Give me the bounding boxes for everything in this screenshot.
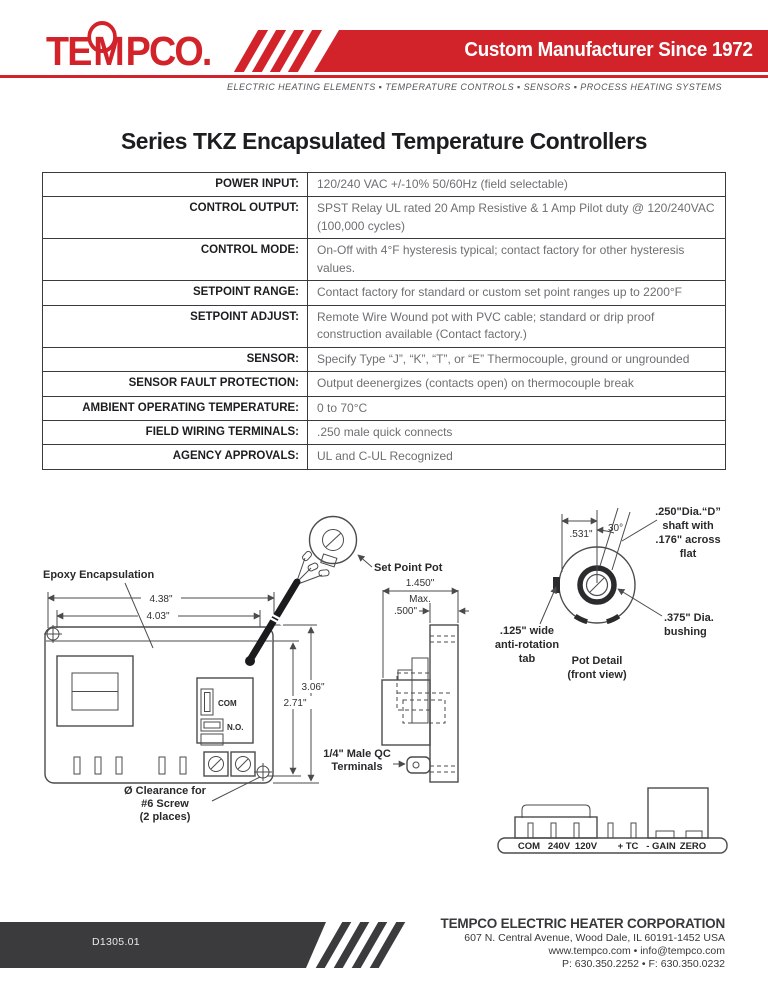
bushing-label: .375" Dia. — [664, 612, 714, 624]
spec-value: Remote Wire Wound pot with PVC cable; st… — [307, 305, 725, 347]
shaft-label: .250"Dia.“D” — [655, 506, 721, 518]
terminal-label-240v: 240V — [548, 841, 571, 852]
clearance-label: Ø Clearance for — [124, 785, 207, 797]
table-row: AMBIENT OPERATING TEMPERATURE: 0 to 70°C — [43, 396, 725, 421]
side-view: 1.450" Max. .500" 1/4" Male QC Terminals — [323, 578, 469, 783]
relay-com-label: COM — [218, 699, 237, 708]
spec-label: POWER INPUT: — [215, 178, 299, 190]
screw-terminals — [203, 751, 256, 777]
company-phone-fax: P: 630.350.2252 • F: 630.350.0232 — [561, 958, 725, 970]
spec-value: Output deenergizes (contacts open) on th… — [307, 372, 725, 396]
set-point-pot — [245, 515, 358, 666]
technical-drawing: COM N.O. — [43, 506, 728, 854]
spec-label: FIELD WIRING TERMINALS: — [145, 425, 299, 438]
dim-max: Max. — [409, 594, 431, 605]
table-row: CONTROL MODE: On-Off with 4°F hysteresis… — [43, 239, 725, 282]
banner-slogan: Custom Manufacturer Since 1972 — [464, 39, 754, 61]
spec-value: 120/240 VAC +/-10% 50/60Hz (field select… — [307, 173, 725, 197]
table-row: FIELD WIRING TERMINALS: .250 male quick … — [43, 420, 725, 446]
spec-label: SETPOINT ADJUST: — [190, 310, 299, 323]
header-banner: Custom Manufacturer Since 1972 — [314, 30, 768, 72]
dim-500: .500" — [394, 606, 417, 617]
dim-3-06: 3.06" — [301, 682, 324, 693]
spec-label: SETPOINT RANGE: — [192, 286, 299, 299]
spec-label: CONTROL MODE: — [200, 244, 299, 257]
spec-value: UL and C-UL Recognized — [307, 445, 725, 469]
dim-2-71: 2.71" — [283, 698, 306, 709]
dim-4-38: 4.38" — [149, 594, 172, 605]
shaft-label: shaft with — [662, 520, 714, 532]
header-rule — [0, 75, 768, 78]
spec-value: Contact factory for standard or custom s… — [307, 281, 725, 305]
anti-rotation-tab-label: anti-rotation — [495, 639, 559, 651]
logo-circle-icon — [87, 21, 118, 53]
pot-detail-caption: Pot Detail — [572, 655, 623, 667]
anti-rotation-tab-label: .125" wide — [500, 625, 554, 637]
spec-label: SENSOR: — [246, 352, 299, 365]
footer-bar — [0, 922, 326, 968]
spec-label: AGENCY APPROVALS: — [172, 450, 299, 463]
spec-value: SPST Relay UL rated 20 Amp Resistive & 1… — [307, 197, 725, 239]
qc-terminals-label: 1/4" Male QC — [323, 748, 391, 760]
relay-no-label: N.O. — [227, 723, 243, 732]
spec-value: 0 to 70°C — [307, 396, 725, 420]
logo-text-te: TE — [46, 28, 92, 74]
front-view: COM N.O. — [43, 515, 443, 823]
table-row: AGENCY APPROVALS: UL and C-UL Recognized — [43, 445, 725, 469]
dim-30-deg: 30° — [608, 523, 623, 534]
footer-contact-block: TEMPCO ELECTRIC HEATER CORPORATION 607 N… — [440, 915, 726, 971]
spec-value: .250 male quick connects — [307, 420, 725, 445]
table-row: SETPOINT RANGE: Contact factory for stan… — [43, 281, 725, 306]
spec-table: POWER INPUT: 120/240 VAC +/-10% 50/60Hz … — [42, 172, 726, 470]
relay-detail: COM N.O. — [196, 677, 254, 746]
logo-text-pco: PCO. — [125, 28, 213, 74]
logo-m: M — [87, 21, 126, 75]
table-row: SENSOR: Specify Type “J”, “K”, “T”, or “… — [43, 347, 725, 373]
clearance-label: (2 places) — [140, 811, 191, 823]
terminal-label-120v: 120V — [575, 841, 598, 852]
terminal-label-zero: ZERO — [680, 841, 706, 852]
pot-detail: 30° .531" .250"Dia.“D” shaft with .176" … — [495, 506, 721, 681]
table-row: SETPOINT ADJUST: Remote Wire Wound pot w… — [43, 305, 725, 348]
company-name: TEMPCO ELECTRIC HEATER CORPORATION — [440, 916, 726, 931]
shaft-label: .176" across — [655, 534, 720, 546]
terminal-label-tc: + TC — [618, 841, 639, 852]
pot-detail-caption: (front view) — [567, 669, 627, 681]
terminal-slots — [73, 756, 187, 775]
table-row: SENSOR FAULT PROTECTION: Output deenergi… — [43, 372, 725, 397]
epoxy-encapsulation-label: Epoxy Encapsulation — [43, 569, 155, 581]
spec-label: CONTROL OUTPUT: — [189, 202, 299, 215]
set-point-pot-label: Set Point Pot — [374, 562, 443, 574]
table-row: CONTROL OUTPUT: SPST Relay UL rated 20 A… — [43, 197, 725, 240]
company-address: 607 N. Central Avenue, Wood Dale, IL 601… — [464, 932, 725, 944]
clearance-label: #6 Screw — [141, 798, 189, 810]
page-title: Series TKZ Encapsulated Temperature Cont… — [120, 128, 648, 154]
anti-rotation-tab-label: tab — [519, 653, 536, 665]
table-row: POWER INPUT: 120/240 VAC +/-10% 50/60Hz … — [43, 173, 725, 198]
header-tagline: ELECTRIC HEATING ELEMENTS ▪ TEMPERATURE … — [227, 82, 722, 92]
spec-value: Specify Type “J”, “K”, “T”, or “E” Therm… — [307, 347, 725, 372]
spec-value: On-Off with 4°F hysteresis typical; cont… — [307, 239, 725, 281]
dim-4-03: 4.03" — [146, 611, 169, 622]
terminal-label-gain: - GAIN — [646, 841, 676, 852]
company-web-email: www.tempco.com • info@tempco.com — [548, 945, 725, 957]
document-number: D1305.01 — [92, 936, 140, 948]
spec-label: SENSOR FAULT PROTECTION: — [128, 377, 299, 390]
dim-531: .531" — [569, 529, 592, 540]
terminal-label-com: COM — [518, 841, 540, 852]
bottom-view: COM 240V 120V + TC - GAIN ZERO — [497, 787, 728, 854]
dim-1-450: 1.450" — [406, 578, 435, 589]
qc-terminals-label: Terminals — [331, 761, 382, 773]
bushing-label: bushing — [664, 626, 707, 638]
spec-label: AMBIENT OPERATING TEMPERATURE: — [82, 401, 299, 414]
shaft-label: flat — [680, 548, 697, 560]
